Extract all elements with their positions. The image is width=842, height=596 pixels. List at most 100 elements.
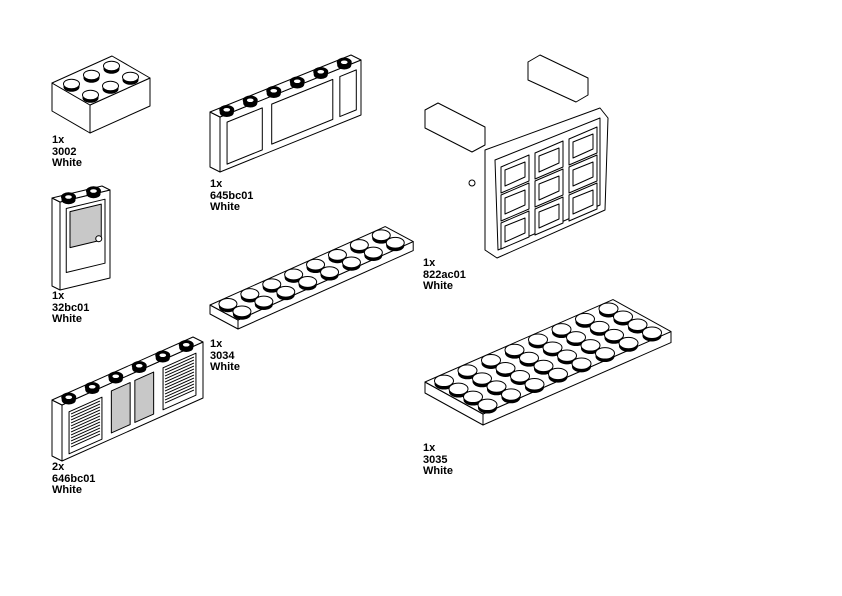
door-section (534, 168, 564, 208)
stud-top (102, 80, 119, 92)
stud-hole (87, 383, 97, 390)
door-section (500, 210, 530, 250)
part-label-3002: 1x 3002 White (52, 134, 82, 170)
front-face (51, 399, 63, 462)
stud-hole (339, 59, 349, 66)
stud-top (595, 347, 615, 360)
stud-hole (64, 194, 73, 200)
door-section (500, 154, 530, 194)
frame-left-arm (424, 102, 486, 153)
stud-top (551, 323, 572, 336)
stud-top (82, 89, 99, 101)
shutter-slat (70, 415, 101, 430)
door-section-inset (538, 147, 560, 173)
stud-hole (111, 373, 121, 380)
part-label-822ac01: 1x 822ac01 White (423, 257, 466, 293)
shutter-slat (164, 386, 195, 401)
stud-top (501, 388, 521, 401)
shutter-slat (164, 389, 195, 404)
shutter-slat (70, 409, 101, 424)
stud-top (63, 78, 80, 90)
stud-hole (134, 362, 144, 369)
stud-top (486, 380, 507, 393)
stud-top (557, 349, 577, 362)
quantity: 1x (52, 290, 65, 302)
stud-hole (158, 352, 168, 359)
stud-top (232, 305, 252, 318)
stud-top (457, 364, 478, 377)
stud-top (463, 390, 483, 404)
shutter-slat (70, 430, 101, 445)
part-label-646bc01: 2x 646bc01 White (52, 461, 96, 497)
stud-top (327, 248, 347, 261)
stud-hole (316, 68, 326, 75)
door-section-inset (504, 217, 526, 243)
stud-top (448, 382, 469, 396)
shutter-slat (164, 368, 195, 383)
window-pane-left (226, 107, 263, 165)
front-face (209, 111, 221, 173)
stud-top (434, 374, 454, 388)
shutter-slat (70, 412, 101, 427)
shutter-slat (70, 403, 101, 418)
quantity: 1x (423, 257, 436, 269)
shutter-slat (164, 374, 195, 389)
part-color: White (52, 157, 82, 169)
shutter-slat (164, 371, 195, 386)
part-label-645bc01: 1x 645bc01 White (210, 178, 253, 214)
stud-top (542, 341, 563, 354)
window-pane-center (271, 78, 334, 145)
shutter-slat (70, 400, 101, 415)
stud-top (284, 268, 304, 281)
part-color: White (52, 484, 82, 496)
quantity: 1x (210, 178, 223, 190)
door-section-inset (538, 175, 560, 201)
stud-top (495, 362, 516, 375)
stud-top (320, 266, 340, 279)
door-section (568, 126, 598, 166)
door-section (500, 182, 530, 222)
part-number: 3035 (423, 453, 448, 466)
shutter-slat (164, 383, 195, 398)
stud-hole (245, 97, 255, 104)
stud-top (548, 367, 568, 381)
part-color: White (423, 465, 453, 477)
stud-top (481, 354, 501, 367)
part-822ac01-garage-door (424, 54, 609, 259)
part-number: 646bc01 (52, 472, 96, 485)
stud-top (524, 378, 545, 391)
door-section (568, 154, 598, 194)
stud-top (103, 60, 120, 72)
door-knob-icon (95, 235, 103, 243)
stud-top (604, 328, 624, 342)
part-3034-plate (209, 226, 414, 330)
stud-top (519, 351, 539, 365)
shutter-slat (70, 406, 101, 421)
window-glass-left (110, 382, 131, 434)
stud-hole (269, 87, 279, 94)
stud-top (83, 69, 100, 81)
part-32bc01-door (51, 185, 111, 291)
door-section-inset (538, 203, 560, 229)
door-section-inset (572, 133, 594, 159)
part-color: White (52, 313, 82, 325)
part-number: 822ac01 (423, 268, 466, 281)
part-label-3035: 1x 3035 White (423, 442, 453, 478)
part-645bc01-window (209, 54, 362, 173)
quantity: 1x (423, 442, 436, 454)
stud-top (533, 359, 554, 373)
part-number: 3002 (52, 145, 77, 158)
stud-hole (64, 394, 74, 401)
shutter-slat (164, 356, 195, 371)
stud-top (262, 278, 282, 291)
door-section (534, 196, 564, 236)
stud-top (528, 333, 548, 346)
stud-top (598, 302, 619, 315)
part-3002-brick (51, 55, 151, 134)
door-section-inset (504, 161, 526, 187)
stud-top (371, 229, 391, 242)
stud-top (642, 326, 662, 339)
door-section-inset (572, 189, 594, 215)
stud-top (349, 239, 369, 251)
stud-top (627, 318, 648, 331)
